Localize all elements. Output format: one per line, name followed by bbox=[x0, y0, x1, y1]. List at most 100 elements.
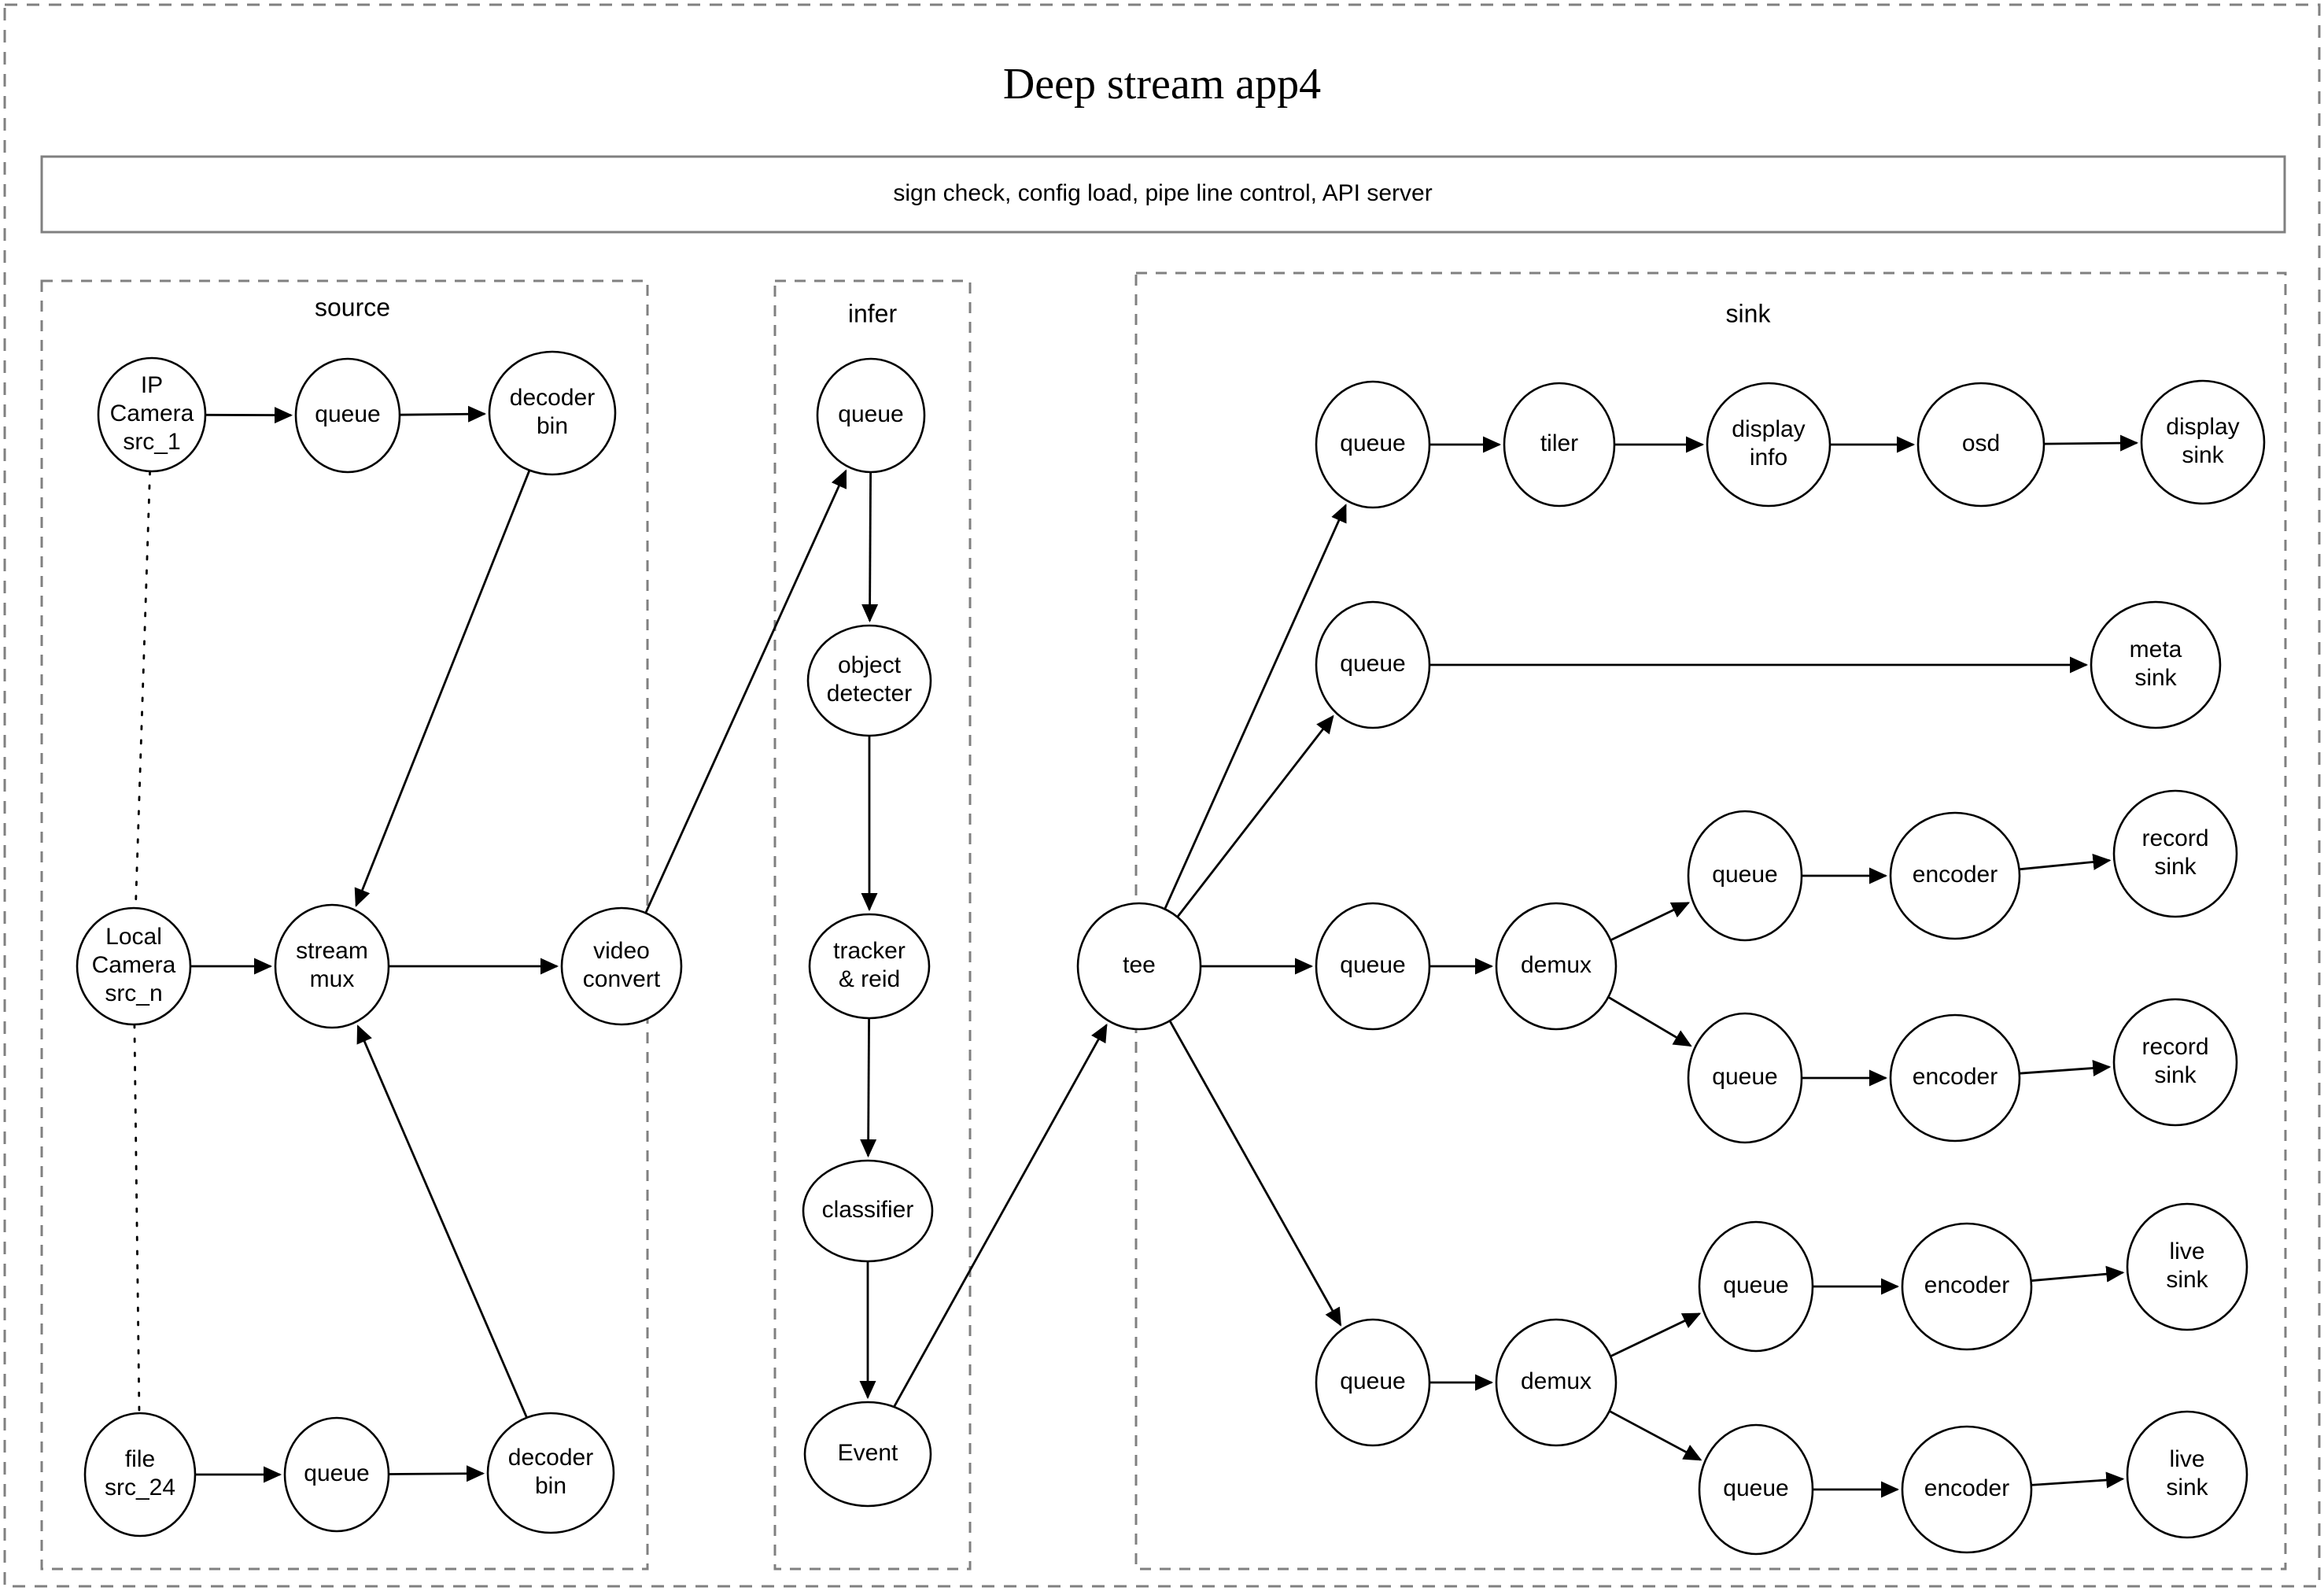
edge-layer bbox=[133, 405, 2139, 1498]
node-shape-snk_demux_rec bbox=[1495, 902, 1618, 1031]
node-label-src_queue_2: queue bbox=[304, 1460, 369, 1486]
edge-snk_demux_live-to-snk_queue_live1 bbox=[1610, 1312, 1702, 1358]
group-title-source: source bbox=[315, 293, 390, 321]
edge-src_videoconvert-to-inf_queue bbox=[644, 469, 847, 914]
node-snk_demux_live[interactable]: demux bbox=[1495, 1318, 1618, 1447]
node-shape-inf_classifier bbox=[802, 1159, 934, 1263]
node-label-snk_display_info: display bbox=[1732, 416, 1805, 442]
node-snk_queue_rec1[interactable]: queue bbox=[1687, 810, 1803, 942]
node-label-src_decoder_1: decoder bbox=[510, 385, 595, 411]
node-label-snk_tiler: tiler bbox=[1540, 430, 1578, 456]
edge-inf_queue-to-inf_object_detecter bbox=[861, 471, 879, 623]
node-snk_demux_rec[interactable]: demux bbox=[1495, 902, 1618, 1031]
node-snk_tiler[interactable]: tiler bbox=[1503, 382, 1616, 508]
edge-src_queue_1-to-src_decoder_1 bbox=[399, 405, 487, 423]
node-label-snk_record_sink2: record bbox=[2141, 1034, 2208, 1060]
node-src_queue_1[interactable]: queue bbox=[294, 357, 401, 474]
node-shape-snk_live_sink1 bbox=[2126, 1202, 2248, 1331]
node-label-src_file: src_24 bbox=[105, 1475, 175, 1501]
node-label-snk_demux_rec: demux bbox=[1521, 952, 1592, 978]
node-snk_encoder_live2[interactable]: encoder bbox=[1901, 1425, 2033, 1554]
node-label-snk_queue_meta: queue bbox=[1340, 651, 1405, 677]
node-label-src_file: file bbox=[125, 1446, 155, 1472]
node-shape-src_queue_2 bbox=[283, 1416, 390, 1533]
node-label-snk_meta_sink: meta bbox=[2130, 637, 2182, 663]
node-label-inf_queue: queue bbox=[838, 401, 903, 427]
node-snk_queue_meta[interactable]: queue bbox=[1315, 600, 1431, 729]
node-shape-snk_queue_rec1 bbox=[1687, 810, 1803, 942]
edge-tee-to-snk_queue_display bbox=[1164, 504, 1347, 910]
node-snk_queue_rec2[interactable]: queue bbox=[1687, 1012, 1803, 1144]
node-label-inf_event: Event bbox=[838, 1440, 898, 1466]
edge-src_local_camera-to-src_file bbox=[133, 1023, 141, 1415]
node-snk_encoder_rec1[interactable]: encoder bbox=[1889, 811, 2021, 940]
edge-snk_encoder_rec1-to-snk_record_sink1 bbox=[2019, 854, 2112, 871]
node-snk_queue_display[interactable]: queue bbox=[1315, 380, 1431, 509]
node-snk_encoder_live1[interactable]: encoder bbox=[1901, 1222, 2033, 1351]
node-src_queue_2[interactable]: queue bbox=[283, 1416, 390, 1533]
node-label-src_ip_camera: src_1 bbox=[123, 429, 180, 455]
node-snk_queue_live1[interactable]: queue bbox=[1698, 1220, 1814, 1353]
node-src_file[interactable]: file src_24 bbox=[83, 1412, 197, 1537]
node-label-src_decoder_2: decoder bbox=[508, 1445, 593, 1471]
node-inf_classifier[interactable]: classifier bbox=[802, 1159, 934, 1263]
node-inf_event[interactable]: Event bbox=[803, 1401, 932, 1508]
node-label-snk_display_sink: display bbox=[2166, 414, 2239, 440]
node-label-src_videoconvert: convert bbox=[583, 966, 661, 992]
edge-src_decoder_2-to-src_streammux bbox=[356, 1024, 528, 1419]
node-label-snk_record_sink2: sink bbox=[2154, 1062, 2197, 1088]
node-shape-src_ip_camera bbox=[97, 356, 207, 473]
node-label-snk_demux_live: demux bbox=[1521, 1368, 1592, 1394]
node-shape-inf_event bbox=[803, 1401, 932, 1508]
node-snk_queue_live2[interactable]: queue bbox=[1698, 1423, 1814, 1556]
node-label-snk_queue_rec: queue bbox=[1340, 952, 1405, 978]
node-snk_encoder_rec2[interactable]: encoder bbox=[1889, 1013, 2021, 1142]
edge-snk_demux_rec-to-snk_queue_rec2 bbox=[1607, 995, 1692, 1047]
node-snk_queue_rec[interactable]: queue bbox=[1315, 902, 1431, 1031]
node-shape-snk_record_sink2 bbox=[2112, 998, 2238, 1127]
node-label-inf_tracker_reid: & reid bbox=[839, 966, 900, 992]
edge-snk_encoder_live2-to-snk_live_sink2 bbox=[2031, 1471, 2125, 1489]
node-shape-snk_record_sink1 bbox=[2112, 789, 2238, 918]
node-inf_queue[interactable]: queue bbox=[816, 357, 926, 474]
group-box-infer bbox=[773, 279, 972, 1571]
node-label-src_decoder_2: bin bbox=[535, 1473, 566, 1499]
node-label-snk_live_sink2: sink bbox=[2166, 1475, 2208, 1501]
node-tee[interactable]: tee bbox=[1076, 902, 1202, 1031]
node-shape-src_videoconvert bbox=[560, 906, 683, 1026]
node-label-src_videoconvert: video bbox=[593, 938, 650, 964]
node-inf_tracker_reid[interactable]: tracker& reid bbox=[808, 913, 931, 1020]
node-snk_queue_live[interactable]: queue bbox=[1315, 1318, 1431, 1447]
node-shape-snk_encoder_live2 bbox=[1901, 1425, 2033, 1554]
page-title: Deep stream app4 bbox=[1003, 60, 1321, 109]
group-title-sink: sink bbox=[1726, 299, 1772, 327]
node-shape-snk_encoder_live1 bbox=[1901, 1222, 2033, 1351]
node-label-snk_queue_rec2: queue bbox=[1712, 1064, 1777, 1090]
node-shape-snk_queue_meta bbox=[1315, 600, 1431, 729]
node-label-inf_tracker_reid: tracker bbox=[833, 938, 906, 964]
node-shape-snk_display_sink bbox=[2140, 379, 2266, 505]
config-bar-text: sign check, config load, pipe line contr… bbox=[893, 180, 1432, 206]
edge-snk_demux_live-to-snk_queue_live2 bbox=[1609, 1410, 1702, 1461]
node-label-snk_live_sink1: sink bbox=[2166, 1267, 2208, 1293]
node-label-snk_record_sink1: record bbox=[2141, 825, 2208, 851]
node-snk_osd[interactable]: osd bbox=[1916, 382, 2045, 508]
node-shape-snk_osd bbox=[1916, 382, 2045, 508]
edge-src_queue_2-to-src_decoder_2 bbox=[388, 1465, 485, 1482]
group-box-sink bbox=[1134, 271, 2287, 1571]
